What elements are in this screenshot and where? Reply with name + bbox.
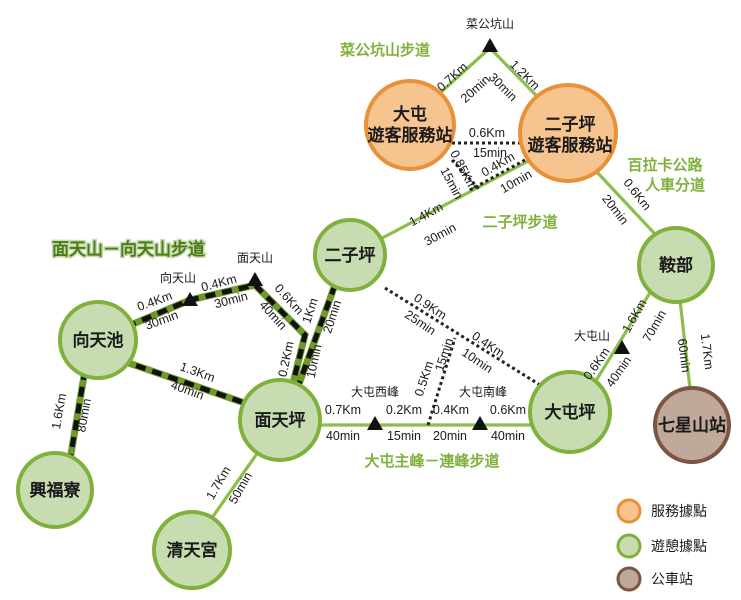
peak-miantian-icon: [247, 272, 263, 286]
peak-datun-west-label: 大屯西峰: [351, 385, 399, 399]
node-qixingshan-station-circle: [653, 386, 731, 464]
peaks: 菜公坑山 面天山 向天山 大屯山 大屯西峰 大屯南峰: [160, 16, 630, 430]
node-erziping-circle: [313, 218, 387, 292]
trail-bailaka-line1: 百拉卡公路: [627, 156, 703, 174]
seg-xtc-xfl-km: 1.6Km: [49, 392, 69, 430]
node-datun-visitor-line1: 大屯: [393, 104, 427, 125]
trail-datun-main-label: 大屯主峰－連峰步道: [364, 452, 499, 470]
legend-recreation-label: 遊憩據點: [651, 538, 707, 555]
node-xingfuliao: 興福寮: [16, 451, 94, 529]
legend-recreation-swatch: [616, 533, 642, 559]
seg-west-mid-km: 0.2Km: [386, 403, 422, 417]
node-qingtiangong-circle: [152, 510, 232, 590]
seg-mtp-jn-min: 10min: [304, 343, 325, 379]
node-datun-visitor: 大屯 遊客服務站: [364, 79, 456, 171]
node-xingfuliao-circle: [16, 451, 94, 529]
node-xiangtianchi-label: 向天池: [73, 330, 124, 351]
seg-west-mid-min: 15min: [387, 429, 421, 443]
legend-item-bus: 公車站: [616, 566, 693, 592]
node-miantianping: 面天坪: [238, 378, 322, 462]
node-datunping: 大屯坪: [528, 370, 612, 454]
node-qingtiangong: 清天宮: [152, 510, 232, 590]
seg-er-jn-km: 1Km: [300, 296, 321, 325]
peak-xiangtian-icon: [182, 292, 198, 306]
peak-datun-west-icon: [367, 416, 383, 430]
dotted-datun-visitor-erziping: [450, 158, 482, 192]
dashed-trail-fg-3: [119, 357, 266, 413]
seg-erziping-trail-km: 1.4Km: [407, 200, 445, 229]
seg-mid-south-min: 20min: [433, 429, 467, 443]
seg-south-dtp-min: 40min: [491, 429, 525, 443]
node-erziping-visitor-line1: 二子坪: [545, 115, 596, 135]
legend-service-swatch: [616, 498, 642, 524]
seg-erziping-trail-min: 30min: [422, 220, 459, 248]
seg-mtp-west-min: 40min: [326, 429, 360, 443]
legend-service-label: 服務據點: [651, 504, 707, 520]
dashed-trail-fg-2: [292, 284, 338, 396]
peak-datun-south-icon: [472, 416, 488, 430]
node-erziping-visitor: 二子坪 遊客服務站: [518, 83, 618, 183]
node-miantianping-label: 面天坪: [255, 411, 306, 431]
node-qixingshan-station-label: 七星山站: [658, 415, 726, 436]
seg-peak-anbu-min: 70min: [640, 308, 669, 345]
dashed-trail: [66, 281, 339, 461]
dashed-trail-fg-4: [67, 369, 88, 461]
peak-datun-icon: [614, 340, 630, 354]
node-datun-visitor-line2: 遊客服務站: [368, 125, 453, 146]
dashed-trail-fg-1: [94, 282, 308, 396]
node-erziping-visitor-circle: [518, 83, 618, 183]
node-anbu-label: 鞍部: [659, 255, 693, 276]
trail-mian-xiang-label: 面天山－向天山步道: [52, 239, 205, 260]
node-erziping-visitor-line2: 遊客服務站: [528, 135, 613, 156]
node-anbu-circle: [637, 226, 715, 304]
node-miantianping-circle: [238, 378, 322, 462]
peak-caigongkeng-label: 菜公坑山: [466, 16, 514, 31]
node-xingfuliao-label: 興福寮: [30, 480, 81, 501]
dotted-lines: [384, 141, 541, 426]
trail-bailaka-line2: 人車分道: [645, 176, 705, 194]
legend-item-recreation: 遊憩據點: [616, 533, 707, 559]
node-erziping-label: 二子坪: [325, 246, 376, 266]
node-xiangtianchi: 向天池: [58, 300, 138, 380]
legend-item-service: 服務據點: [616, 498, 707, 524]
node-datunping-circle: [528, 370, 612, 454]
seg-visitors-min: 15min: [473, 146, 507, 160]
node-datun-visitor-circle: [364, 79, 456, 171]
seg-mid-up-min: 15min: [432, 336, 456, 373]
peak-caigongkeng-icon: [482, 38, 498, 52]
nodes: 大屯 遊客服務站 二子坪 遊客服務站 二子坪 向天池 面天坪 大屯坪 鞍部: [16, 79, 731, 590]
trail-caigongkeng-label: 菜公坑山步道: [339, 41, 430, 59]
trail-erziping-label: 二子坪步道: [482, 213, 557, 231]
node-anbu: 鞍部: [637, 226, 715, 304]
seg-anbu-qx-km: 1.7Km: [698, 333, 716, 371]
peak-datun-label: 大屯山: [574, 329, 610, 343]
peak-xiangtian-label: 向天山: [160, 270, 196, 285]
legend-bus-swatch: [616, 566, 642, 592]
trail-names: 菜公坑山步道 二子坪步道 百拉卡公路 人車分道 面天山－向天山步道 大屯主峰－連…: [51, 41, 706, 470]
peak-datun-south-label: 大屯南峰: [459, 384, 507, 399]
seg-anbu-qx-min: 60min: [675, 338, 693, 374]
node-qixingshan-station: 七星山站: [653, 386, 731, 464]
seg-er-jn-min: 20min: [320, 298, 344, 335]
node-datunping-label: 大屯坪: [545, 402, 596, 423]
seg-mid-south-km: 0.4Km: [433, 403, 469, 417]
legend: 服務據點 遊憩據點 公車站: [616, 498, 707, 592]
dotted-erziping-visitor: [469, 158, 526, 192]
legend-bus-label: 公車站: [651, 571, 693, 588]
peak-miantian-label: 面天山: [237, 251, 273, 265]
seg-visitors-km: 0.6Km: [469, 126, 505, 140]
node-erziping: 二子坪: [313, 218, 387, 292]
seg-xtc-xfl-min: 80min: [74, 397, 94, 433]
dotted-erziping-datunping: [384, 286, 541, 387]
seg-south-dtp-km: 0.6Km: [490, 403, 526, 417]
node-xiangtianchi-circle: [58, 300, 138, 380]
node-qingtiangong-label: 清天宮: [167, 540, 218, 561]
seg-ev-anbu-min: 20min: [599, 192, 631, 227]
seg-mtp-west-km: 0.7Km: [325, 403, 361, 417]
